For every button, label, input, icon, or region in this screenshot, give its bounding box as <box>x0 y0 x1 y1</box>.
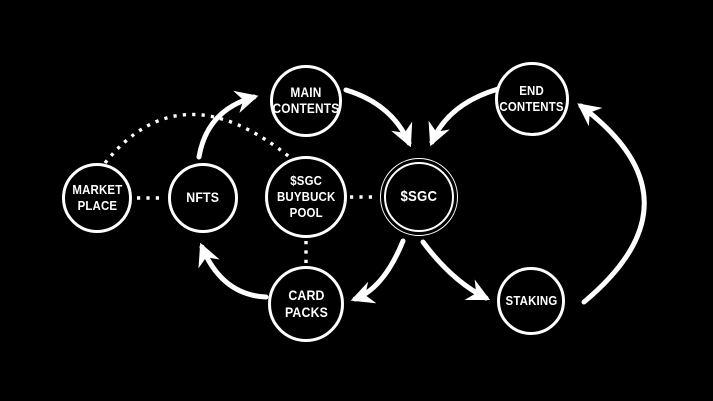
edge-cardpacks-nfts <box>198 242 269 300</box>
node-nfts: NFTS <box>168 163 238 233</box>
node-staking: STAKING <box>497 267 565 335</box>
edge-sgc-cardpacks <box>350 238 406 304</box>
node-sgc-label: $SGC <box>400 187 438 205</box>
edge-staking-endcontents <box>577 103 647 305</box>
edge-maincontents-sgc <box>343 87 413 148</box>
node-market-place: MARKET PLACE <box>62 163 132 233</box>
edge-endcontents-sgc <box>428 86 501 147</box>
node-staking-label: STAKING <box>505 293 557 309</box>
node-end-contents-label: END CONTENTS <box>499 83 565 114</box>
node-main-contents: MAIN CONTENTS <box>270 65 342 137</box>
node-main-contents-label: MAIN CONTENTS <box>272 84 340 116</box>
node-market-place-label: MARKET PLACE <box>72 182 122 213</box>
node-nfts-label: NFTS <box>186 189 220 206</box>
edge-marketplace-buybuckpool <box>103 112 294 165</box>
edge-nfts-maincontents <box>196 90 259 160</box>
node-card-packs-label: CARD PACKS <box>284 286 328 320</box>
node-card-packs: CARD PACKS <box>268 266 344 342</box>
node-sgc-buybuck-pool-label: $SGC BUYBUCK POOL <box>276 173 336 220</box>
edge-sgc-staking <box>420 239 491 301</box>
node-sgc-buybuck-pool: $SGC BUYBUCK POOL <box>265 156 347 238</box>
node-sgc: $SGC <box>380 158 458 236</box>
node-end-contents: END CONTENTS <box>495 62 569 136</box>
